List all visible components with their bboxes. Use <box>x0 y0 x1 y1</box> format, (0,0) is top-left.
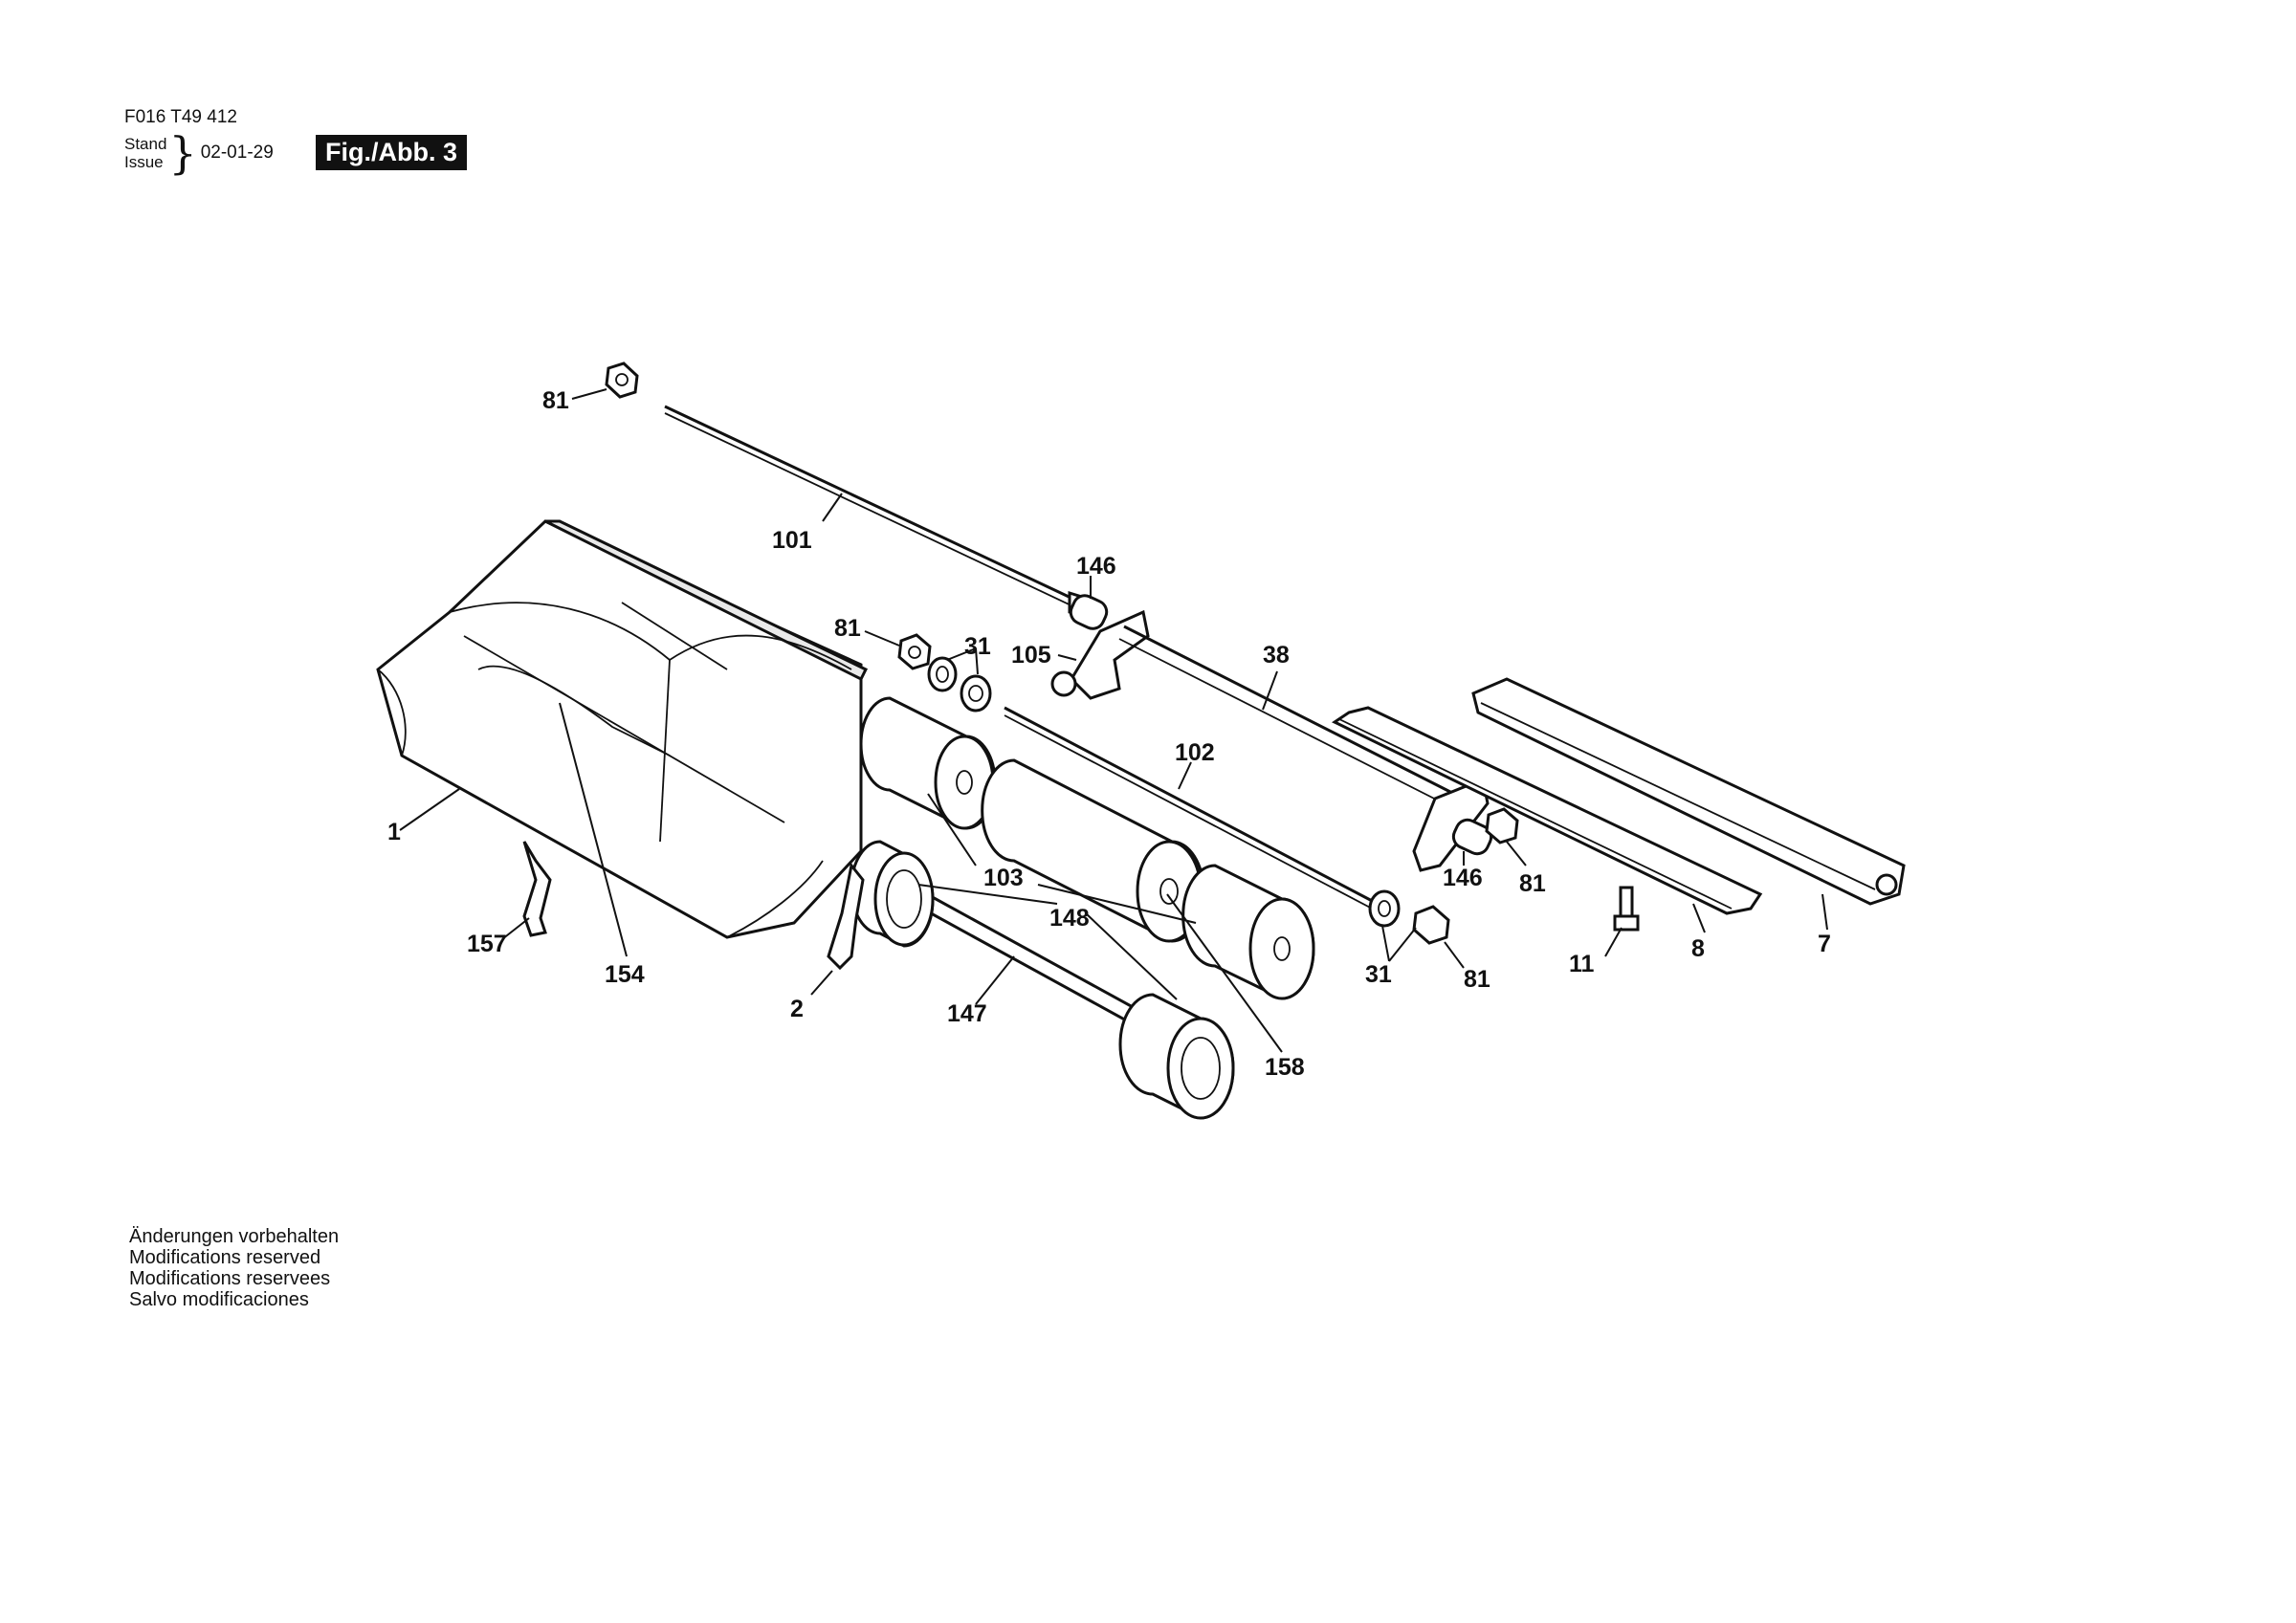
callout-81-bottom: 81 <box>1464 966 1490 993</box>
callout-1: 1 <box>387 819 401 845</box>
wheel-148-right <box>1118 993 1235 1120</box>
stand-issue-block: Stand Issue } 02-01-29 <box>124 127 274 179</box>
callout-81-top: 81 <box>542 387 569 414</box>
blade-8 <box>1331 706 1763 915</box>
callout-105: 105 <box>1011 642 1051 669</box>
bracket-105 <box>1050 609 1150 700</box>
document-number: F016 T49 412 <box>124 107 237 127</box>
callout-103: 103 <box>983 865 1024 891</box>
housing-part <box>376 519 869 939</box>
clip-2 <box>827 862 865 971</box>
callout-148: 148 <box>1049 905 1090 932</box>
spacer-146-right <box>1451 818 1493 856</box>
spacer-146-top <box>1069 594 1109 630</box>
clip-157 <box>522 841 552 937</box>
bar-7 <box>1471 677 1906 906</box>
callout-81-mid: 81 <box>834 615 861 642</box>
callout-146-right: 146 <box>1443 865 1483 891</box>
note-en: Modifications reserved <box>129 1247 321 1268</box>
roller-158 <box>1181 864 1315 1000</box>
nut-81-right <box>1485 807 1519 844</box>
modification-notes: Änderungen vorbehalten Modifications res… <box>129 1226 339 1310</box>
callout-11: 11 <box>1569 951 1595 977</box>
nut-81-bottom <box>1412 905 1450 945</box>
roller-103-a <box>859 696 997 830</box>
callout-2: 2 <box>790 996 804 1022</box>
brace-glyph: } <box>168 127 197 179</box>
note-fr: Modifications reservees <box>129 1268 331 1289</box>
callout-146-top: 146 <box>1076 553 1116 580</box>
callout-31-top: 31 <box>964 633 991 660</box>
callout-7: 7 <box>1818 931 1831 957</box>
stand-issue-labels: Stand Issue <box>124 135 166 171</box>
issue-label: Issue <box>124 153 164 171</box>
nut-81-top <box>605 362 639 399</box>
callout-31-bottom: 31 <box>1365 961 1392 988</box>
note-de: Änderungen vorbehalten <box>129 1226 340 1247</box>
shaft-38 <box>1118 625 1455 807</box>
callout-102: 102 <box>1175 739 1215 766</box>
callout-157: 157 <box>467 931 507 957</box>
figure-badge: Fig./Abb. 3 <box>316 135 467 170</box>
nut-81-mid <box>897 633 932 670</box>
screw-11 <box>1613 886 1640 932</box>
callout-154: 154 <box>605 961 645 988</box>
wheel-148-left <box>850 840 935 948</box>
callout-147: 147 <box>947 1000 987 1027</box>
rod-101 <box>664 405 1102 625</box>
leader-lines <box>399 388 1828 1053</box>
callout-81-right: 81 <box>1519 870 1546 897</box>
stand-label: Stand <box>124 135 167 153</box>
callout-101: 101 <box>772 527 812 554</box>
callout-8: 8 <box>1691 935 1705 962</box>
issue-date: 02-01-29 <box>200 143 274 163</box>
callout-38: 38 <box>1263 642 1290 669</box>
washers-31-top <box>927 656 992 713</box>
roller-103-b <box>981 758 1205 943</box>
note-es: Salvo modificaciones <box>129 1289 309 1310</box>
rod-102 <box>1004 706 1379 911</box>
washer-31-bottom <box>1368 889 1401 928</box>
axle-147 <box>913 888 1163 1040</box>
callout-labels: 81 101 146 81 31 105 38 102 1 103 148 14… <box>387 387 1831 1081</box>
callout-158: 158 <box>1265 1054 1305 1081</box>
